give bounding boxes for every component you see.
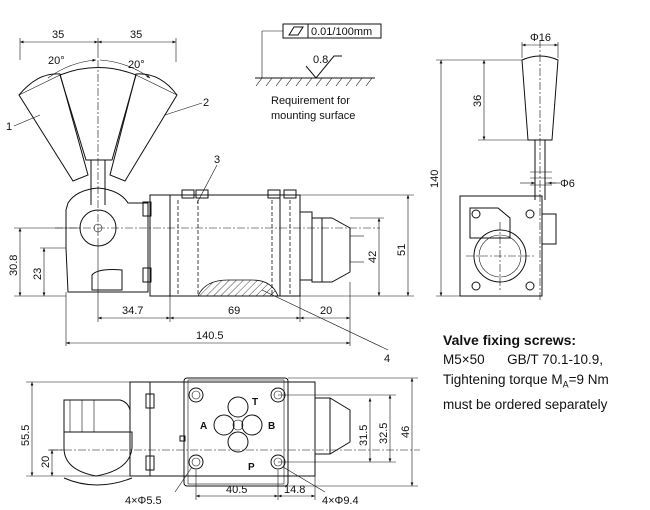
holes-small-label: 4×Φ5.5 [125, 495, 162, 507]
notes-title: Valve fixing screws: [443, 332, 577, 348]
roughness-value: 0.8 [313, 54, 328, 66]
side-view [436, 40, 560, 300]
flatness-icon [288, 26, 304, 36]
dia-stem-label: Φ6 [560, 178, 575, 190]
port-t [227, 396, 249, 418]
notes-torque-line: Tightening torque MA=9 Nm [443, 370, 648, 395]
surface-caption-1: Requirement for [271, 95, 350, 107]
dim-23: 23 [32, 268, 44, 280]
dim-55-5-label: 55.5 [20, 425, 32, 446]
port-p-label: P [248, 462, 255, 473]
pivot-housing [65, 187, 149, 293]
balloon-2: 2 [203, 97, 209, 109]
angle-right-label: 20° [128, 59, 145, 71]
dim-46-label: 46 [400, 426, 412, 438]
balloon-3: 3 [214, 154, 220, 166]
subplate [183, 377, 289, 487]
bottom-view [26, 377, 420, 500]
notes-screw: M5×50 [443, 352, 485, 367]
dim-35-right: 35 [130, 29, 142, 41]
angle-left-label: 20° [48, 55, 65, 67]
port-t-label: T [252, 397, 258, 408]
dim-20: 20 [320, 305, 332, 317]
dim-42: 42 [367, 251, 379, 263]
notes-torque-prefix: Tightening torque M [443, 372, 563, 387]
notes-screw-line: M5×50 GB/T 70.1-10.9, [443, 350, 648, 370]
notes-torque-suffix: =9 Nm [568, 372, 609, 387]
notes-block: Valve fixing screws: M5×50 GB/T 70.1-10.… [443, 330, 648, 415]
dim-51: 51 [396, 244, 408, 256]
knob [521, 55, 559, 141]
roughness-icon [305, 55, 342, 79]
notes-standard: GB/T 70.1-10.9, [507, 352, 603, 367]
end-cap [311, 217, 351, 283]
dim-31-5-label: 31.5 [358, 425, 370, 446]
dim-35-left: 35 [52, 29, 64, 41]
dim-140-5: 140.5 [196, 330, 224, 342]
port-b [241, 414, 263, 436]
holes-large-label: 4×Φ9.4 [322, 495, 359, 507]
dim-140-label: 140 [429, 170, 441, 188]
balloon-4: 4 [384, 353, 390, 365]
lever-center [59, 67, 137, 161]
dim-40-5-label: 40.5 [226, 484, 247, 496]
notes-torque-sub: A [562, 379, 569, 390]
dia-knob-label: Φ16 [530, 32, 551, 44]
notes-line4: must be ordered separately [443, 396, 608, 412]
mount-hole-large [188, 454, 204, 470]
balloon-1: 1 [6, 121, 12, 133]
flatness-value: 0.01/100mm [311, 26, 372, 38]
front-view [13, 38, 414, 351]
port-a-label: A [200, 421, 207, 432]
lever-left [18, 73, 89, 182]
dim-69: 69 [228, 305, 240, 317]
dim-32-5-label: 32.5 [378, 423, 390, 444]
dim-30-8: 30.8 [8, 255, 20, 276]
dim-36-label: 36 [472, 95, 484, 107]
port-b-label: B [268, 421, 275, 432]
port-p [227, 431, 249, 453]
surface-spec [255, 23, 382, 87]
dim-14-8-label: 14.8 [284, 484, 305, 496]
dim-34-7: 34.7 [122, 305, 143, 317]
port-a [213, 414, 235, 436]
lever-right [109, 73, 178, 182]
side-body [459, 195, 543, 297]
surface-caption-2: mounting surface [271, 110, 355, 122]
dim-20-bottom-label: 20 [40, 456, 52, 468]
